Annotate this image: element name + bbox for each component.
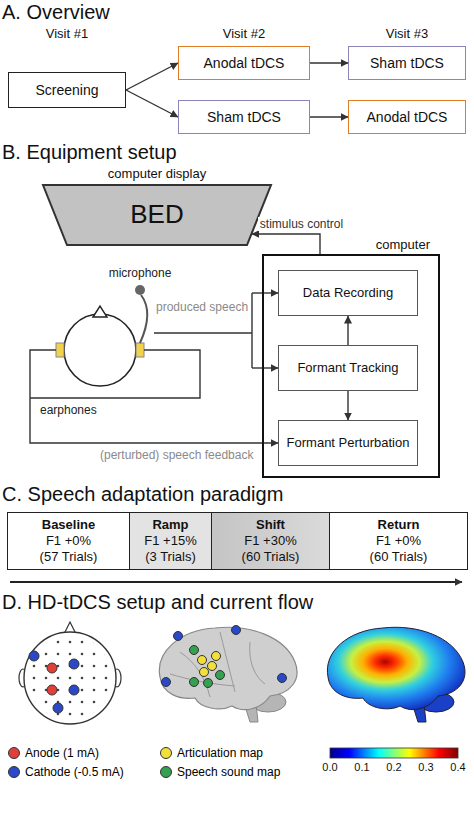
node-text: Sham tDCS [370, 55, 444, 72]
node-text: (60 Trials) [370, 549, 428, 565]
connector-arrow [310, 62, 348, 63]
node-text: (3 Trials) [145, 549, 196, 565]
tick-label: 0.4 [450, 761, 465, 774]
visit-box: Sham tDCS [178, 100, 310, 134]
phase-name: Baseline [42, 517, 95, 533]
node-text: Formant Perturbation [287, 435, 410, 451]
node-text: Data Recording [303, 285, 393, 301]
legend-swatch [160, 766, 172, 778]
signal-label: produced speech [156, 300, 248, 314]
legend-swatch [160, 747, 172, 759]
phase-band: RampF1 +15%(3 Trials) [130, 512, 212, 570]
legend-row: Cathode (-0.5 mA) [8, 765, 124, 779]
legend-row: Articulation map [160, 746, 263, 760]
signal-label: (perturbed) speech feedback [100, 448, 253, 462]
panel-title: B. Equipment setup [2, 140, 177, 164]
phase-name: Ramp [152, 517, 188, 533]
legend-row: Anode (1 mA) [8, 746, 99, 760]
node-text: F1 +0% [376, 533, 421, 549]
phase-name: Shift [256, 517, 285, 533]
panel-title: C. Speech adaptation paradigm [2, 482, 283, 506]
display-trapezoid: computer displayBED [42, 184, 272, 246]
phase-band: BaselineF1 +0%(57 Trials) [7, 512, 130, 570]
visit-label: Visit #3 [386, 26, 428, 42]
legend-row: Speech sound map [160, 765, 280, 779]
tick-label: 0.3 [418, 761, 433, 774]
node-text: (57 Trials) [40, 549, 98, 565]
connector-arrow [126, 90, 178, 117]
connector-arrow [347, 316, 348, 345]
tick-label: 0.0 [322, 761, 337, 774]
legend-swatch [8, 766, 20, 778]
node-text: Sham tDCS [207, 109, 281, 126]
legend-text: Speech sound map [177, 765, 280, 779]
part-label: earphones [40, 403, 97, 417]
node-text: Formant Tracking [297, 360, 398, 376]
computer-box: computerData RecordingFormant TrackingFo… [262, 254, 440, 478]
process-box: Formant Tracking [278, 345, 418, 391]
visit-label: Visit #1 [46, 26, 88, 42]
display-label: computer display [42, 166, 272, 182]
legend-swatch [8, 747, 20, 759]
phase-band: ReturnF1 +0%(60 Trials) [330, 512, 468, 570]
phase-name: Return [378, 517, 420, 533]
connector-arrow [126, 63, 178, 90]
node-text: Anodal tDCS [204, 55, 285, 72]
visit-box: Sham tDCS [348, 46, 466, 80]
legend-text: Articulation map [177, 746, 263, 760]
visit-box: Screening [8, 72, 126, 108]
edge-label: stimulus control [258, 217, 345, 231]
panel-title: A. Overview [2, 0, 110, 24]
computer-label: computer [376, 237, 430, 253]
visit-box: Anodal tDCS [178, 46, 310, 80]
visit-box: Anodal tDCS [348, 100, 466, 134]
node-text: Screening [35, 82, 98, 99]
visit-label: Visit #2 [223, 26, 265, 42]
node-text: Anodal tDCS [367, 109, 448, 126]
connector-arrow [310, 116, 348, 117]
node-text: F1 +0% [46, 533, 91, 549]
legend-text: Anode (1 mA) [25, 746, 99, 760]
connector-arrow [252, 234, 320, 254]
process-box: Formant Perturbation [278, 420, 418, 466]
tick-label: 0.1 [354, 761, 369, 774]
panel-title: D. HD-tDCS setup and current flow [2, 590, 313, 614]
part-label: microphone [109, 266, 172, 280]
tick-label: 0.2 [386, 761, 401, 774]
phase-band: ShiftF1 +30%(60 Trials) [212, 512, 330, 570]
node-text: (60 Trials) [242, 549, 300, 565]
display-shape [43, 185, 271, 245]
legend-text: Cathode (-0.5 mA) [25, 765, 124, 779]
node-text: F1 +15% [144, 533, 196, 549]
process-box: Data Recording [278, 270, 418, 316]
connector-arrow [347, 391, 348, 420]
node-text: BED [130, 199, 183, 230]
node-text: F1 +30% [244, 533, 296, 549]
